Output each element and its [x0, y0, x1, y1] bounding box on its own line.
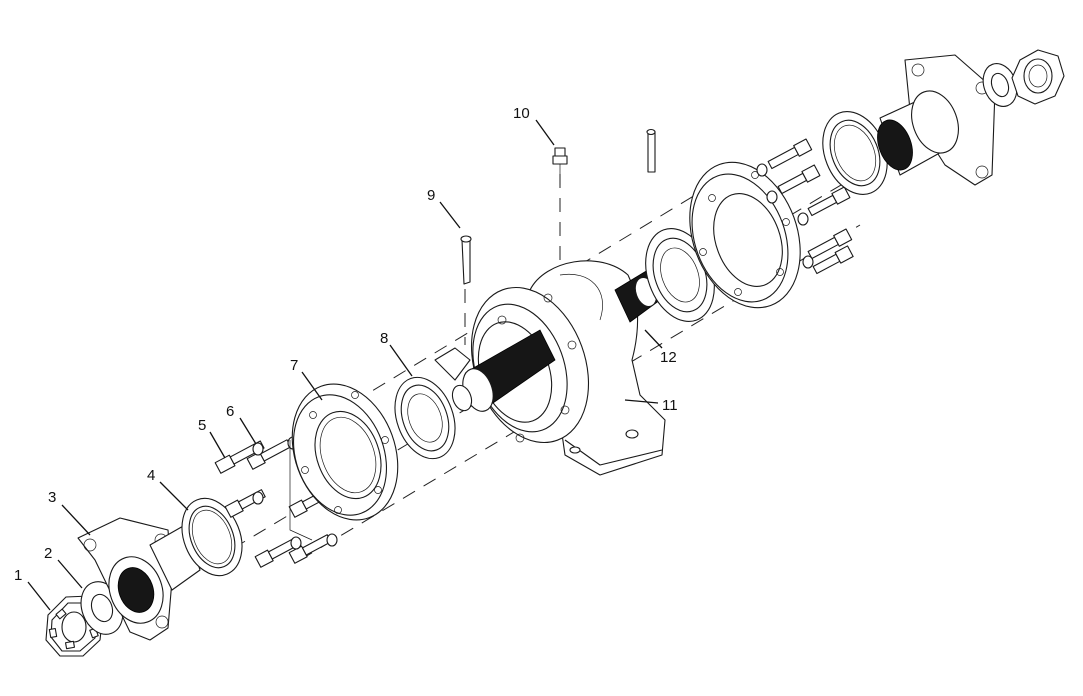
part-seal-ring-front [181, 497, 243, 577]
callout-9: 9 [427, 187, 435, 204]
part-bearing-front [394, 347, 471, 460]
callout-6: 6 [226, 403, 234, 420]
callout-8: 8 [380, 330, 388, 347]
callout-leaders [27, 119, 663, 611]
part-castle-nut-rear [1011, 49, 1065, 105]
callout-7: 7 [290, 357, 298, 374]
callout-1: 1 [14, 567, 22, 584]
part-spindle-flange-rear [877, 54, 996, 186]
callout-3: 3 [48, 489, 56, 506]
callout-5: 5 [198, 417, 206, 434]
callout-11: 11 [662, 397, 678, 414]
part-grease-fitting [552, 147, 568, 185]
part-spindle-flange-front [77, 517, 201, 641]
callout-10: 10 [513, 105, 530, 122]
callout-4: 4 [147, 467, 155, 484]
part-pin [460, 235, 472, 285]
callout-12: 12 [660, 349, 677, 366]
part-bearing-flange-front [291, 383, 399, 521]
callout-2: 2 [44, 545, 52, 562]
callout-labels: 1 2 3 4 5 6 7 8 9 10 11 12 [14, 105, 678, 584]
part-washer-rear [982, 63, 1018, 107]
part-rear-pin [646, 128, 656, 173]
part-bolts-rear [756, 138, 854, 275]
part-seal-ring-rear [822, 111, 888, 195]
